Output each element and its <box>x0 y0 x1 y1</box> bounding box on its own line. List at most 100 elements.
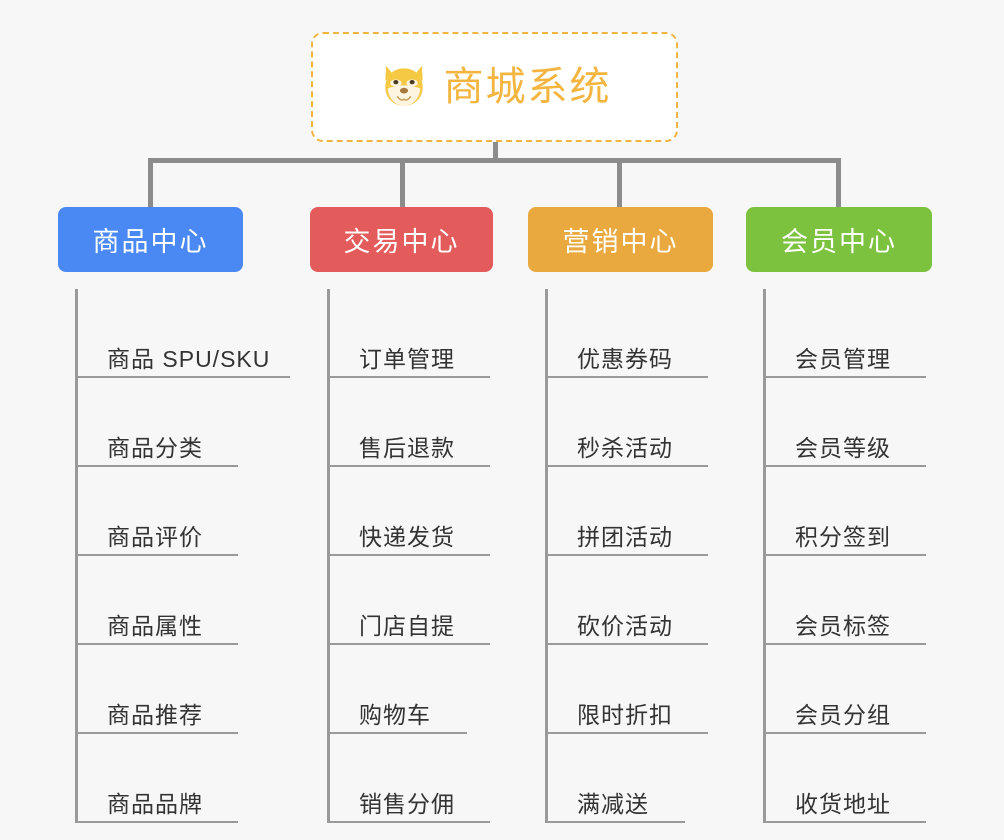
leaf-underline <box>545 643 708 645</box>
leaf-item[interactable]: 购物车 <box>327 645 555 734</box>
connector-horizontal-bus <box>148 158 840 163</box>
leaf-item[interactable]: 会员管理 <box>763 289 991 378</box>
root-node-shop-system[interactable]: 商城系统 <box>311 32 678 142</box>
category-header-会员中心[interactable]: 会员中心 <box>746 207 932 272</box>
leaf-spine <box>545 289 548 823</box>
leaf-label: 商品评价 <box>107 524 203 550</box>
leaf-label: 售后退款 <box>359 435 455 461</box>
leaf-label: 会员管理 <box>795 346 891 372</box>
leaf-label: 满减送 <box>577 791 649 817</box>
shiba-dog-face-icon <box>384 65 423 106</box>
leaf-item[interactable]: 优惠券码 <box>545 289 773 378</box>
leaf-underline <box>327 465 490 467</box>
leaf-spine <box>75 289 78 823</box>
leaf-item[interactable]: 商品推荐 <box>75 645 303 734</box>
leaf-underline <box>75 465 238 467</box>
connector-drop-branch-4 <box>836 158 841 210</box>
leaf-underline <box>763 732 926 734</box>
leaf-list-2: 订单管理 售后退款 快递发货 门店自提 购物车 销售分佣 <box>310 289 555 823</box>
leaf-underline <box>75 376 290 378</box>
leaf-item[interactable]: 商品 SPU/SKU <box>75 289 303 378</box>
leaf-item[interactable]: 秒杀活动 <box>545 378 773 467</box>
leaf-underline <box>545 732 708 734</box>
leaf-item[interactable]: 商品评价 <box>75 467 303 556</box>
leaf-label: 商品推荐 <box>107 702 203 728</box>
leaf-underline <box>545 821 685 823</box>
branch-column-2: 交易中心 订单管理 售后退款 快递发货 门店自提 购物车 <box>310 207 555 823</box>
leaf-underline <box>327 643 490 645</box>
leaf-label: 会员等级 <box>795 435 891 461</box>
connector-drop-branch-2 <box>400 158 405 210</box>
leaf-underline <box>327 376 490 378</box>
leaf-list-1: 商品 SPU/SKU 商品分类 商品评价 商品属性 商品推荐 商品品牌 <box>58 289 303 823</box>
leaf-label: 商品分类 <box>107 435 203 461</box>
leaf-item[interactable]: 收货地址 <box>763 734 991 823</box>
leaf-underline <box>327 732 467 734</box>
leaf-label: 商品属性 <box>107 613 203 639</box>
category-header-label: 会员中心 <box>781 227 897 257</box>
leaf-label: 限时折扣 <box>577 702 673 728</box>
leaf-label: 销售分佣 <box>359 791 455 817</box>
category-header-label: 营销中心 <box>562 227 679 257</box>
leaf-spine <box>763 289 766 823</box>
leaf-underline <box>545 376 708 378</box>
leaf-item[interactable]: 订单管理 <box>327 289 555 378</box>
connector-drop-branch-1 <box>148 158 153 210</box>
leaf-item[interactable]: 商品品牌 <box>75 734 303 823</box>
root-title: 商城系统 <box>443 65 612 109</box>
category-header-label: 交易中心 <box>343 227 460 257</box>
leaf-item[interactable]: 销售分佣 <box>327 734 555 823</box>
leaf-item[interactable]: 会员标签 <box>763 556 991 645</box>
leaf-underline <box>327 554 490 556</box>
leaf-item[interactable]: 限时折扣 <box>545 645 773 734</box>
leaf-label: 收货地址 <box>795 791 891 817</box>
leaf-item[interactable]: 快递发货 <box>327 467 555 556</box>
leaf-item[interactable]: 拼团活动 <box>545 467 773 556</box>
branch-column-3: 营销中心 优惠券码 秒杀活动 拼团活动 砍价活动 限时折扣 <box>528 207 773 823</box>
leaf-item[interactable]: 积分签到 <box>763 467 991 556</box>
leaf-spine <box>327 289 330 823</box>
leaf-underline <box>75 554 238 556</box>
leaf-item[interactable]: 门店自提 <box>327 556 555 645</box>
leaf-label: 订单管理 <box>359 346 455 372</box>
branch-column-1: 商品中心 商品 SPU/SKU 商品分类 商品评价 商品属性 商品推荐 <box>58 207 303 823</box>
leaf-label: 门店自提 <box>359 613 455 639</box>
leaf-item[interactable]: 商品属性 <box>75 556 303 645</box>
leaf-item[interactable]: 会员等级 <box>763 378 991 467</box>
leaf-underline <box>545 554 708 556</box>
leaf-list-4: 会员管理 会员等级 积分签到 会员标签 会员分组 收货地址 <box>746 289 991 823</box>
leaf-label: 购物车 <box>359 702 431 728</box>
category-header-商品中心[interactable]: 商品中心 <box>58 207 243 272</box>
leaf-item[interactable]: 商品分类 <box>75 378 303 467</box>
leaf-label: 商品品牌 <box>107 791 203 817</box>
branch-column-4: 会员中心 会员管理 会员等级 积分签到 会员标签 会员分组 <box>746 207 991 823</box>
leaf-underline <box>75 643 238 645</box>
leaf-underline <box>545 465 708 467</box>
connector-drop-branch-3 <box>617 158 622 210</box>
leaf-underline <box>327 821 490 823</box>
leaf-underline <box>763 465 926 467</box>
leaf-label: 会员标签 <box>795 613 891 639</box>
leaf-underline <box>75 732 238 734</box>
leaf-label: 秒杀活动 <box>577 435 673 461</box>
leaf-item[interactable]: 售后退款 <box>327 378 555 467</box>
leaf-label: 会员分组 <box>795 702 891 728</box>
leaf-underline <box>763 643 926 645</box>
leaf-underline <box>763 376 926 378</box>
leaf-label: 快递发货 <box>359 524 455 550</box>
leaf-label: 积分签到 <box>795 524 891 550</box>
leaf-item[interactable]: 砍价活动 <box>545 556 773 645</box>
leaf-label: 优惠券码 <box>577 346 673 372</box>
category-header-label: 商品中心 <box>92 227 209 257</box>
leaf-list-3: 优惠券码 秒杀活动 拼团活动 砍价活动 限时折扣 满减送 <box>528 289 773 823</box>
leaf-item[interactable]: 满减送 <box>545 734 773 823</box>
leaf-underline <box>763 821 926 823</box>
category-header-营销中心[interactable]: 营销中心 <box>528 207 713 272</box>
category-header-交易中心[interactable]: 交易中心 <box>310 207 493 272</box>
leaf-label: 商品 SPU/SKU <box>107 346 271 372</box>
leaf-label: 拼团活动 <box>577 524 673 550</box>
connector-root-stem <box>493 142 498 162</box>
leaf-label: 砍价活动 <box>577 613 673 639</box>
leaf-item[interactable]: 会员分组 <box>763 645 991 734</box>
